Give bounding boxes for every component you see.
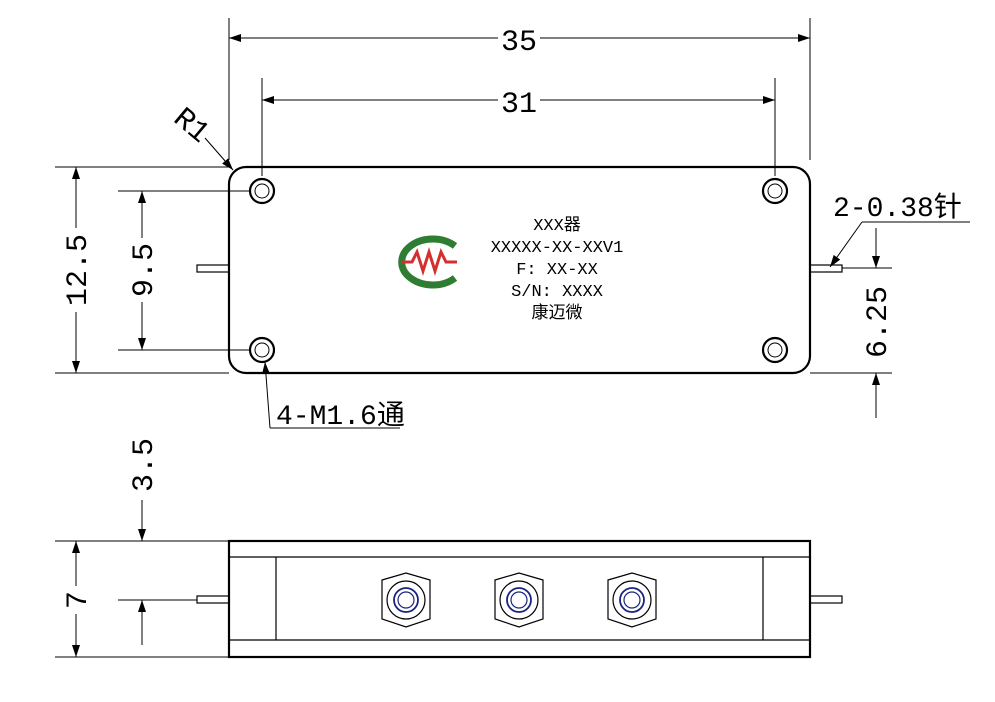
dim-3-5-text: 3.5 — [128, 438, 162, 492]
logo-green-ring — [398, 235, 458, 289]
connector-1 — [381, 572, 431, 628]
label-line-1: XXX器 — [533, 216, 581, 236]
callout-mount-holes: 4-M1.6通 — [261, 361, 405, 433]
dim-7-text: 7 — [62, 591, 96, 609]
label-line-5: 康迈微 — [532, 303, 583, 324]
callout-pin-text: 2-0.38针 — [833, 191, 962, 225]
side-left-pin — [196, 595, 230, 604]
mount-hole-br — [761, 336, 789, 364]
mount-hole-bl — [248, 336, 276, 364]
dim-side-offset: 3.5 — [118, 438, 197, 645]
mount-hole-tl — [248, 177, 276, 205]
dim-hole-spacing: 31 — [261, 78, 776, 176]
connector-3 — [607, 572, 657, 628]
dim-pin-offset: 6.25 — [810, 228, 896, 418]
left-pin — [196, 264, 230, 273]
side-view: 7 3.5 — [55, 438, 843, 659]
company-logo — [398, 235, 458, 289]
side-right-pin — [809, 595, 843, 604]
dim-hole-vertical: 9.5 — [118, 190, 250, 351]
dim-6-25-text: 6.25 — [862, 286, 896, 358]
connector-2 — [494, 572, 544, 628]
mount-hole-tr — [761, 177, 789, 205]
callout-pin-spec: 2-0.38针 — [829, 191, 970, 268]
dim-12-5-text: 12.5 — [62, 234, 96, 306]
right-pin — [809, 264, 843, 273]
dim-35-text: 35 — [501, 26, 537, 60]
dim-overall-width: 35 — [228, 18, 811, 160]
dim-overall-height: 12.5 — [55, 166, 229, 374]
logo-red-wave — [402, 247, 457, 276]
dim-r1-text: R1 — [166, 102, 215, 151]
label-line-2: XXXXX-XX-XXV1 — [491, 239, 624, 258]
label-line-4: S/N: XXXX — [511, 283, 603, 302]
dim-9-5-text: 9.5 — [128, 243, 162, 297]
dim-corner-radius: R1 — [166, 102, 234, 171]
label-line-3: F: XX-XX — [516, 261, 598, 280]
callout-mount-text: 4-M1.6通 — [276, 400, 405, 433]
top-view: XXX器 XXXXX-XX-XXV1 F: XX-XX S/N: XXXX 康迈… — [55, 18, 970, 433]
dim-31-text: 31 — [501, 88, 537, 122]
